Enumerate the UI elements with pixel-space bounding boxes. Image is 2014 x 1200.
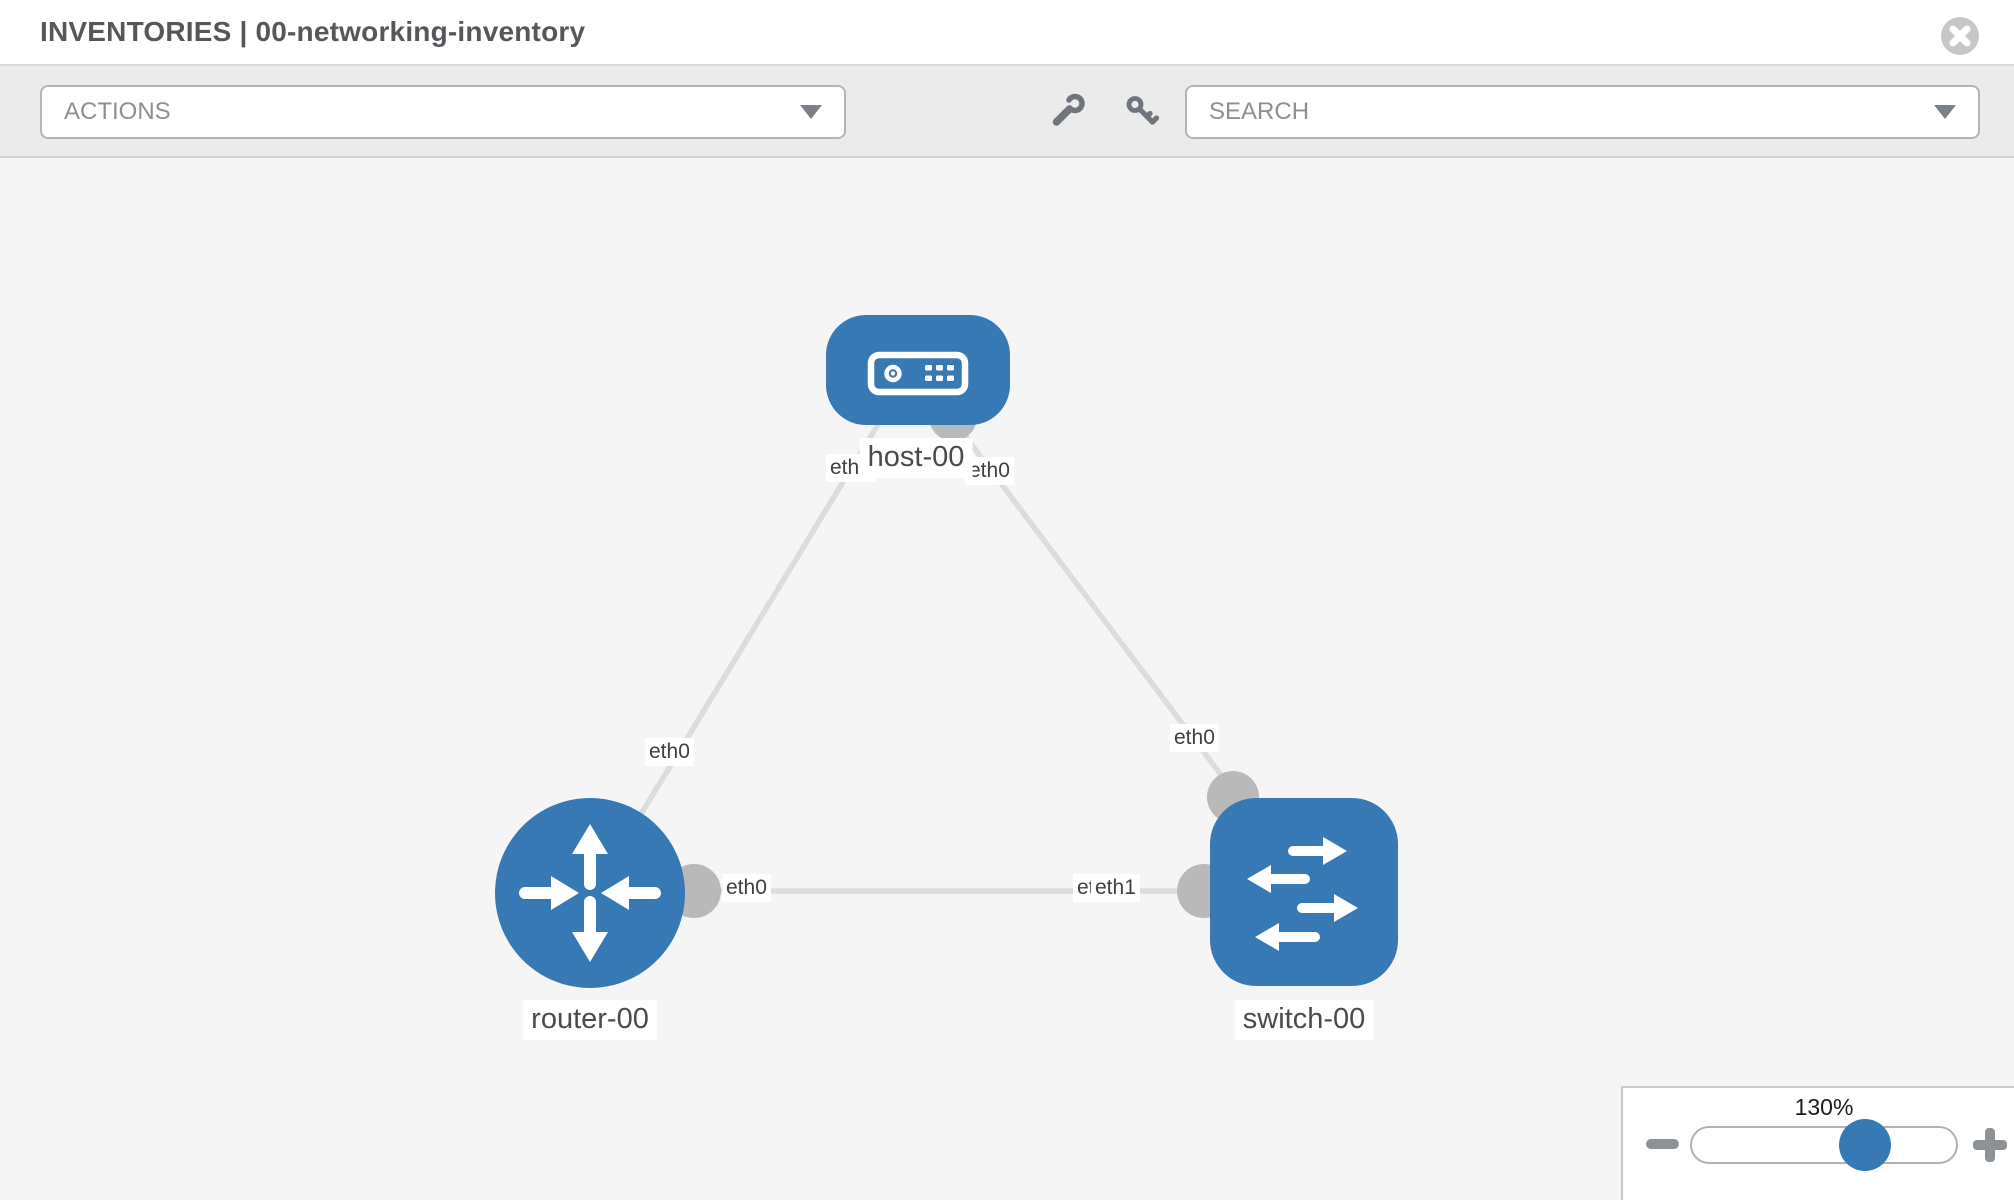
zoom-in-button[interactable] (1973, 1128, 2007, 1162)
server-icon (826, 351, 1010, 429)
zoom-slider[interactable] (1690, 1126, 1958, 1164)
actions-dropdown[interactable]: ACTIONS (40, 85, 846, 139)
actions-dropdown-label: ACTIONS (64, 98, 171, 125)
chevron-down-icon (800, 105, 822, 119)
topology-canvas[interactable]: host-00 router-00 switch-00 eth0 eth0 et… (0, 158, 2014, 1200)
interface-label-router-east: eth0 (722, 874, 771, 903)
interface-label-host-right: eth0 (965, 457, 1014, 486)
search-input[interactable] (1209, 98, 1934, 126)
interface-label-switch-west-front: eth1 (1091, 874, 1140, 903)
zoom-panel: 130% (1621, 1086, 2014, 1200)
interface-label-router-uplink: eth0 (645, 738, 694, 767)
zoom-slider-handle[interactable] (1839, 1119, 1891, 1171)
node-label-host-00: host-00 (859, 438, 973, 479)
toolbar: ACTIONS (0, 66, 2014, 158)
node-switch-00[interactable] (1210, 798, 1398, 986)
node-host-00[interactable] (826, 315, 1010, 425)
chevron-down-icon (1934, 105, 1956, 119)
node-router-00[interactable] (495, 798, 685, 988)
link-host-router (593, 405, 891, 891)
wrench-icon[interactable] (1048, 92, 1088, 132)
switch-arrows-icon (1210, 837, 1398, 990)
node-label-switch-00: switch-00 (1234, 1000, 1374, 1041)
zoom-level: 130% (1794, 1094, 1854, 1120)
node-label-router-00: router-00 (523, 1000, 657, 1041)
router-arrows-icon (495, 824, 685, 992)
key-icon[interactable] (1122, 92, 1162, 132)
search-dropdown[interactable] (1185, 85, 1980, 139)
page-title: INVENTORIES | 00-networking-inventory (40, 16, 586, 47)
interface-label-switch-uplink: eth0 (1170, 724, 1219, 753)
zoom-out-button[interactable] (1646, 1139, 1679, 1149)
close-icon[interactable] (1941, 17, 1979, 55)
header: INVENTORIES | 00-networking-inventory (0, 0, 2014, 66)
